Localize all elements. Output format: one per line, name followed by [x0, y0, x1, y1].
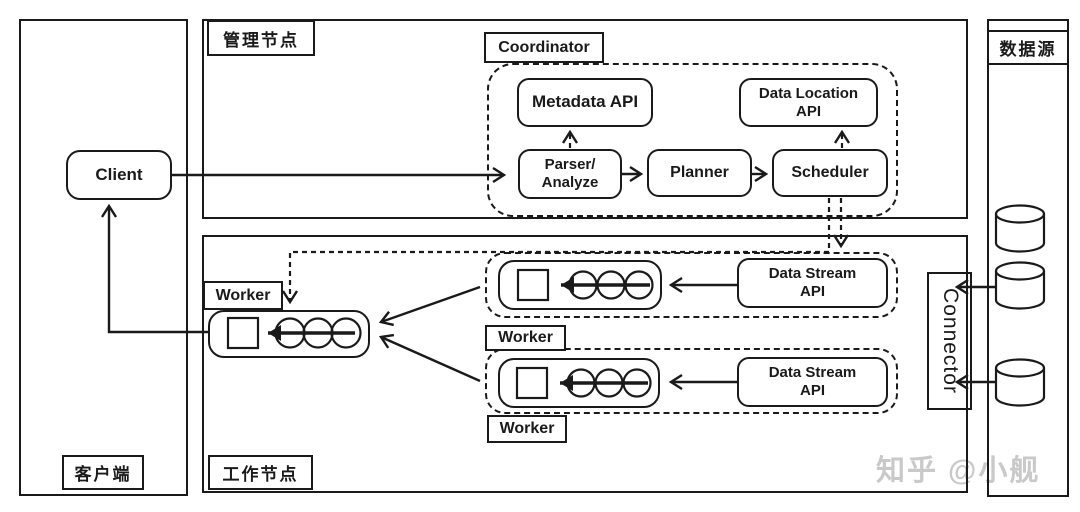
- metadata-api-node: Metadata API: [517, 78, 653, 127]
- worker-label-left: Worker: [203, 281, 283, 310]
- worker-panel-label: 工作节点: [208, 455, 313, 490]
- parser-line1: Parser/: [544, 156, 596, 174]
- worker-queue-box-top: [498, 260, 662, 310]
- client-node: Client: [66, 150, 172, 200]
- connector-label: Connector: [938, 288, 962, 394]
- parser-line2: Analyze: [541, 174, 599, 191]
- data-stream-api-node-bottom: Data Stream API: [737, 357, 888, 407]
- coordinator-label: Coordinator: [484, 32, 604, 63]
- worker-queue-box-bottom: [498, 358, 660, 408]
- data-location-api-node: Data Location API: [739, 78, 878, 127]
- worker-label-middle: Worker: [485, 325, 566, 351]
- data-stream-api-node-top: Data Stream API: [737, 258, 888, 308]
- parser-analyze-node: Parser/ Analyze: [518, 149, 622, 199]
- worker-queue-box-left: [208, 310, 370, 358]
- data-stream-bottom-line2: API: [799, 382, 825, 399]
- scheduler-node: Scheduler: [772, 149, 888, 197]
- data-location-api-line1: Data Location: [758, 84, 859, 102]
- client-panel-label: 客户端: [62, 455, 144, 490]
- management-panel-label: 管理节点: [207, 20, 315, 56]
- worker-dashed-container-bottom: [485, 348, 898, 414]
- planner-node: Planner: [647, 149, 752, 197]
- connector-node: Connector: [927, 272, 972, 410]
- watermark: 知乎 @小舰: [876, 455, 1041, 487]
- data-stream-bottom-line1: Data Stream: [768, 364, 857, 382]
- data-stream-top-line2: API: [799, 283, 825, 300]
- data-location-api-line2: API: [795, 102, 821, 120]
- datasource-panel-label: 数据源: [987, 30, 1069, 65]
- client-panel: [19, 19, 188, 496]
- worker-label-bottom: Worker: [487, 415, 567, 443]
- datasource-panel: [987, 19, 1069, 497]
- data-stream-top-line1: Data Stream: [768, 265, 857, 283]
